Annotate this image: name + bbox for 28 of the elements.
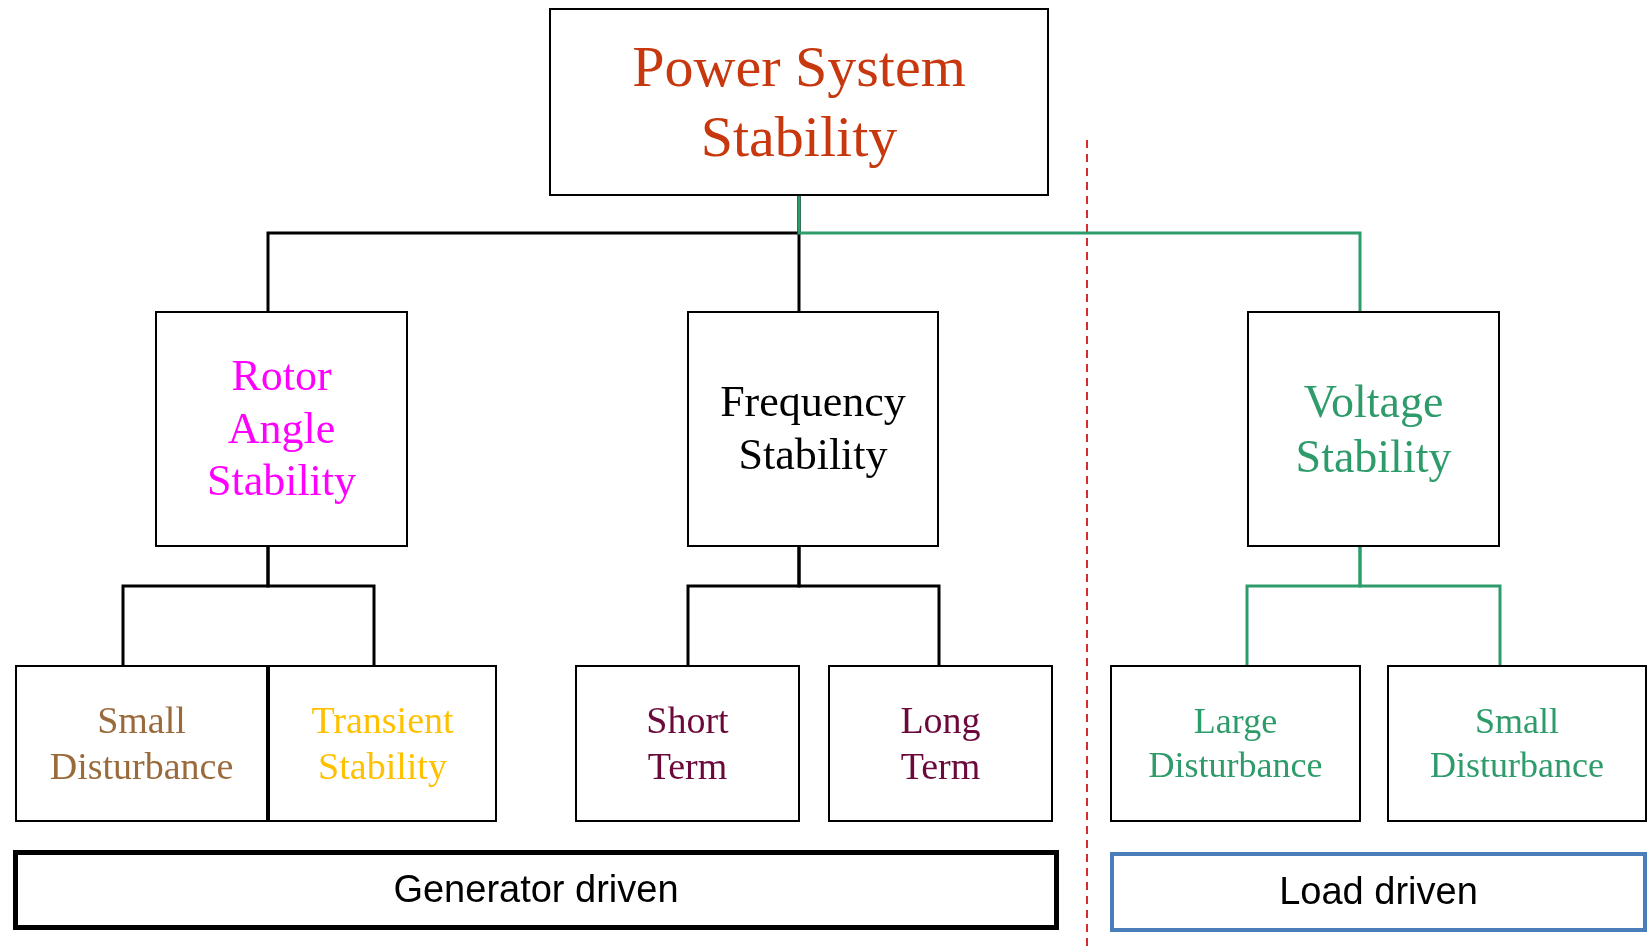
connector-line [266, 547, 376, 665]
group-bar [13, 850, 1059, 930]
category-box [1247, 311, 1500, 547]
subcategory-box [1110, 665, 1361, 822]
group-bar [1110, 852, 1647, 932]
category-box [687, 311, 939, 547]
node-label: Long Term [899, 697, 982, 789]
node-label: Large Disturbance [1147, 700, 1324, 787]
connector-line [797, 547, 941, 665]
title-box [549, 8, 1049, 196]
subcategory-box [268, 665, 497, 822]
subcategory-box [15, 665, 268, 822]
subcategory-box [1387, 665, 1647, 822]
node-label: Voltage Stability [1294, 374, 1453, 484]
node-label: Small Disturbance [1429, 700, 1605, 787]
node-label: Power System Stability [631, 33, 967, 171]
subcategory-box [828, 665, 1053, 822]
node-label: Generator driven [393, 867, 679, 913]
node-label: Small Disturbance [48, 697, 235, 789]
category-box [155, 311, 408, 547]
node-label: Frequency Stability [719, 376, 907, 481]
node-label: Transient Stability [310, 697, 455, 789]
node-label: Load driven [1279, 869, 1478, 915]
connector-line [1358, 547, 1502, 665]
node-label: Rotor Angle Stability [205, 349, 358, 508]
connector-line [797, 196, 1362, 311]
subcategory-box [575, 665, 800, 822]
node-label: Short Term [645, 697, 730, 789]
